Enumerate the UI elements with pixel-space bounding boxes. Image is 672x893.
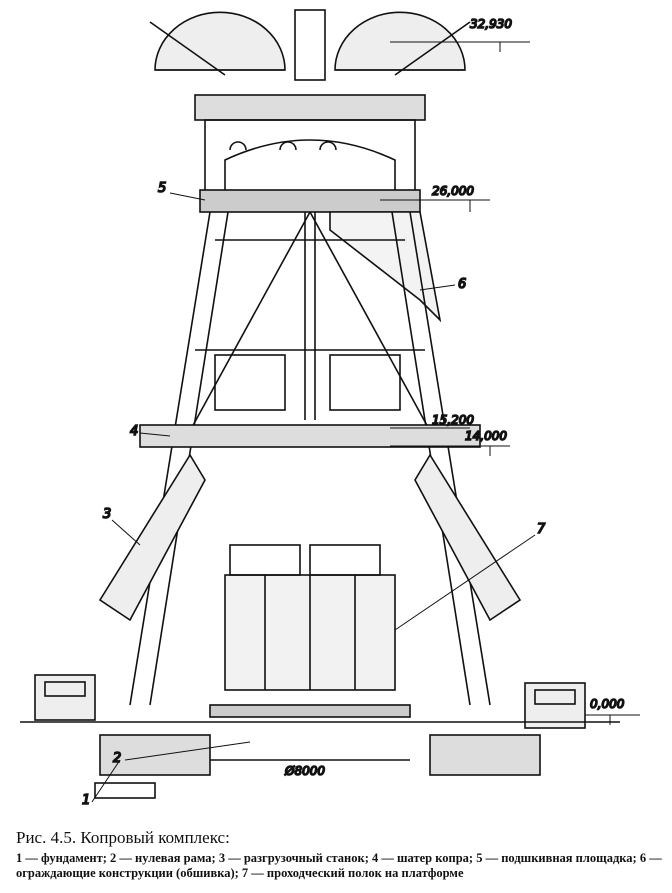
callout-4: 4: [130, 424, 138, 439]
caption-title: Рис. 4.5. Копровый комплекс:: [16, 828, 230, 847]
callout-5: 5: [158, 181, 166, 196]
cladding: [329, 211, 442, 323]
elevation-15200: 15,200: [432, 413, 474, 427]
figure-caption: Рис. 4.5. Копровый комплекс: 1 — фундаме…: [16, 828, 666, 881]
callout-6: 6: [458, 277, 466, 292]
trucks: [34, 674, 586, 729]
foundation: [20, 721, 620, 799]
elevation-0000: 0,000: [590, 697, 625, 711]
headframe-drawing: 32,930 26,000 15,200 14,000 0,000 Ø8000 …: [20, 9, 640, 809]
callout-leaders: [91, 192, 536, 803]
callout-7: 7: [537, 522, 546, 537]
sheave-wheels: [149, 9, 471, 81]
elevation-32930: 32,930: [470, 17, 512, 31]
sinking-stage: [209, 544, 411, 718]
caption-legend: 1 — фундамент; 2 — нулевая рама; 3 — раз…: [16, 851, 662, 880]
unloading-chutes: [98, 453, 522, 622]
elevation-26000: 26,000: [432, 184, 474, 198]
headframe-platform: [139, 424, 481, 448]
elevation-14000: 14,000: [465, 429, 507, 443]
callout-2: 2: [113, 751, 121, 766]
diameter-label: Ø8000: [284, 764, 325, 778]
callout-1: 1: [82, 793, 90, 808]
callout-3: 3: [103, 507, 111, 522]
upper-frame: [194, 94, 426, 213]
elevation-marks: [380, 41, 640, 725]
